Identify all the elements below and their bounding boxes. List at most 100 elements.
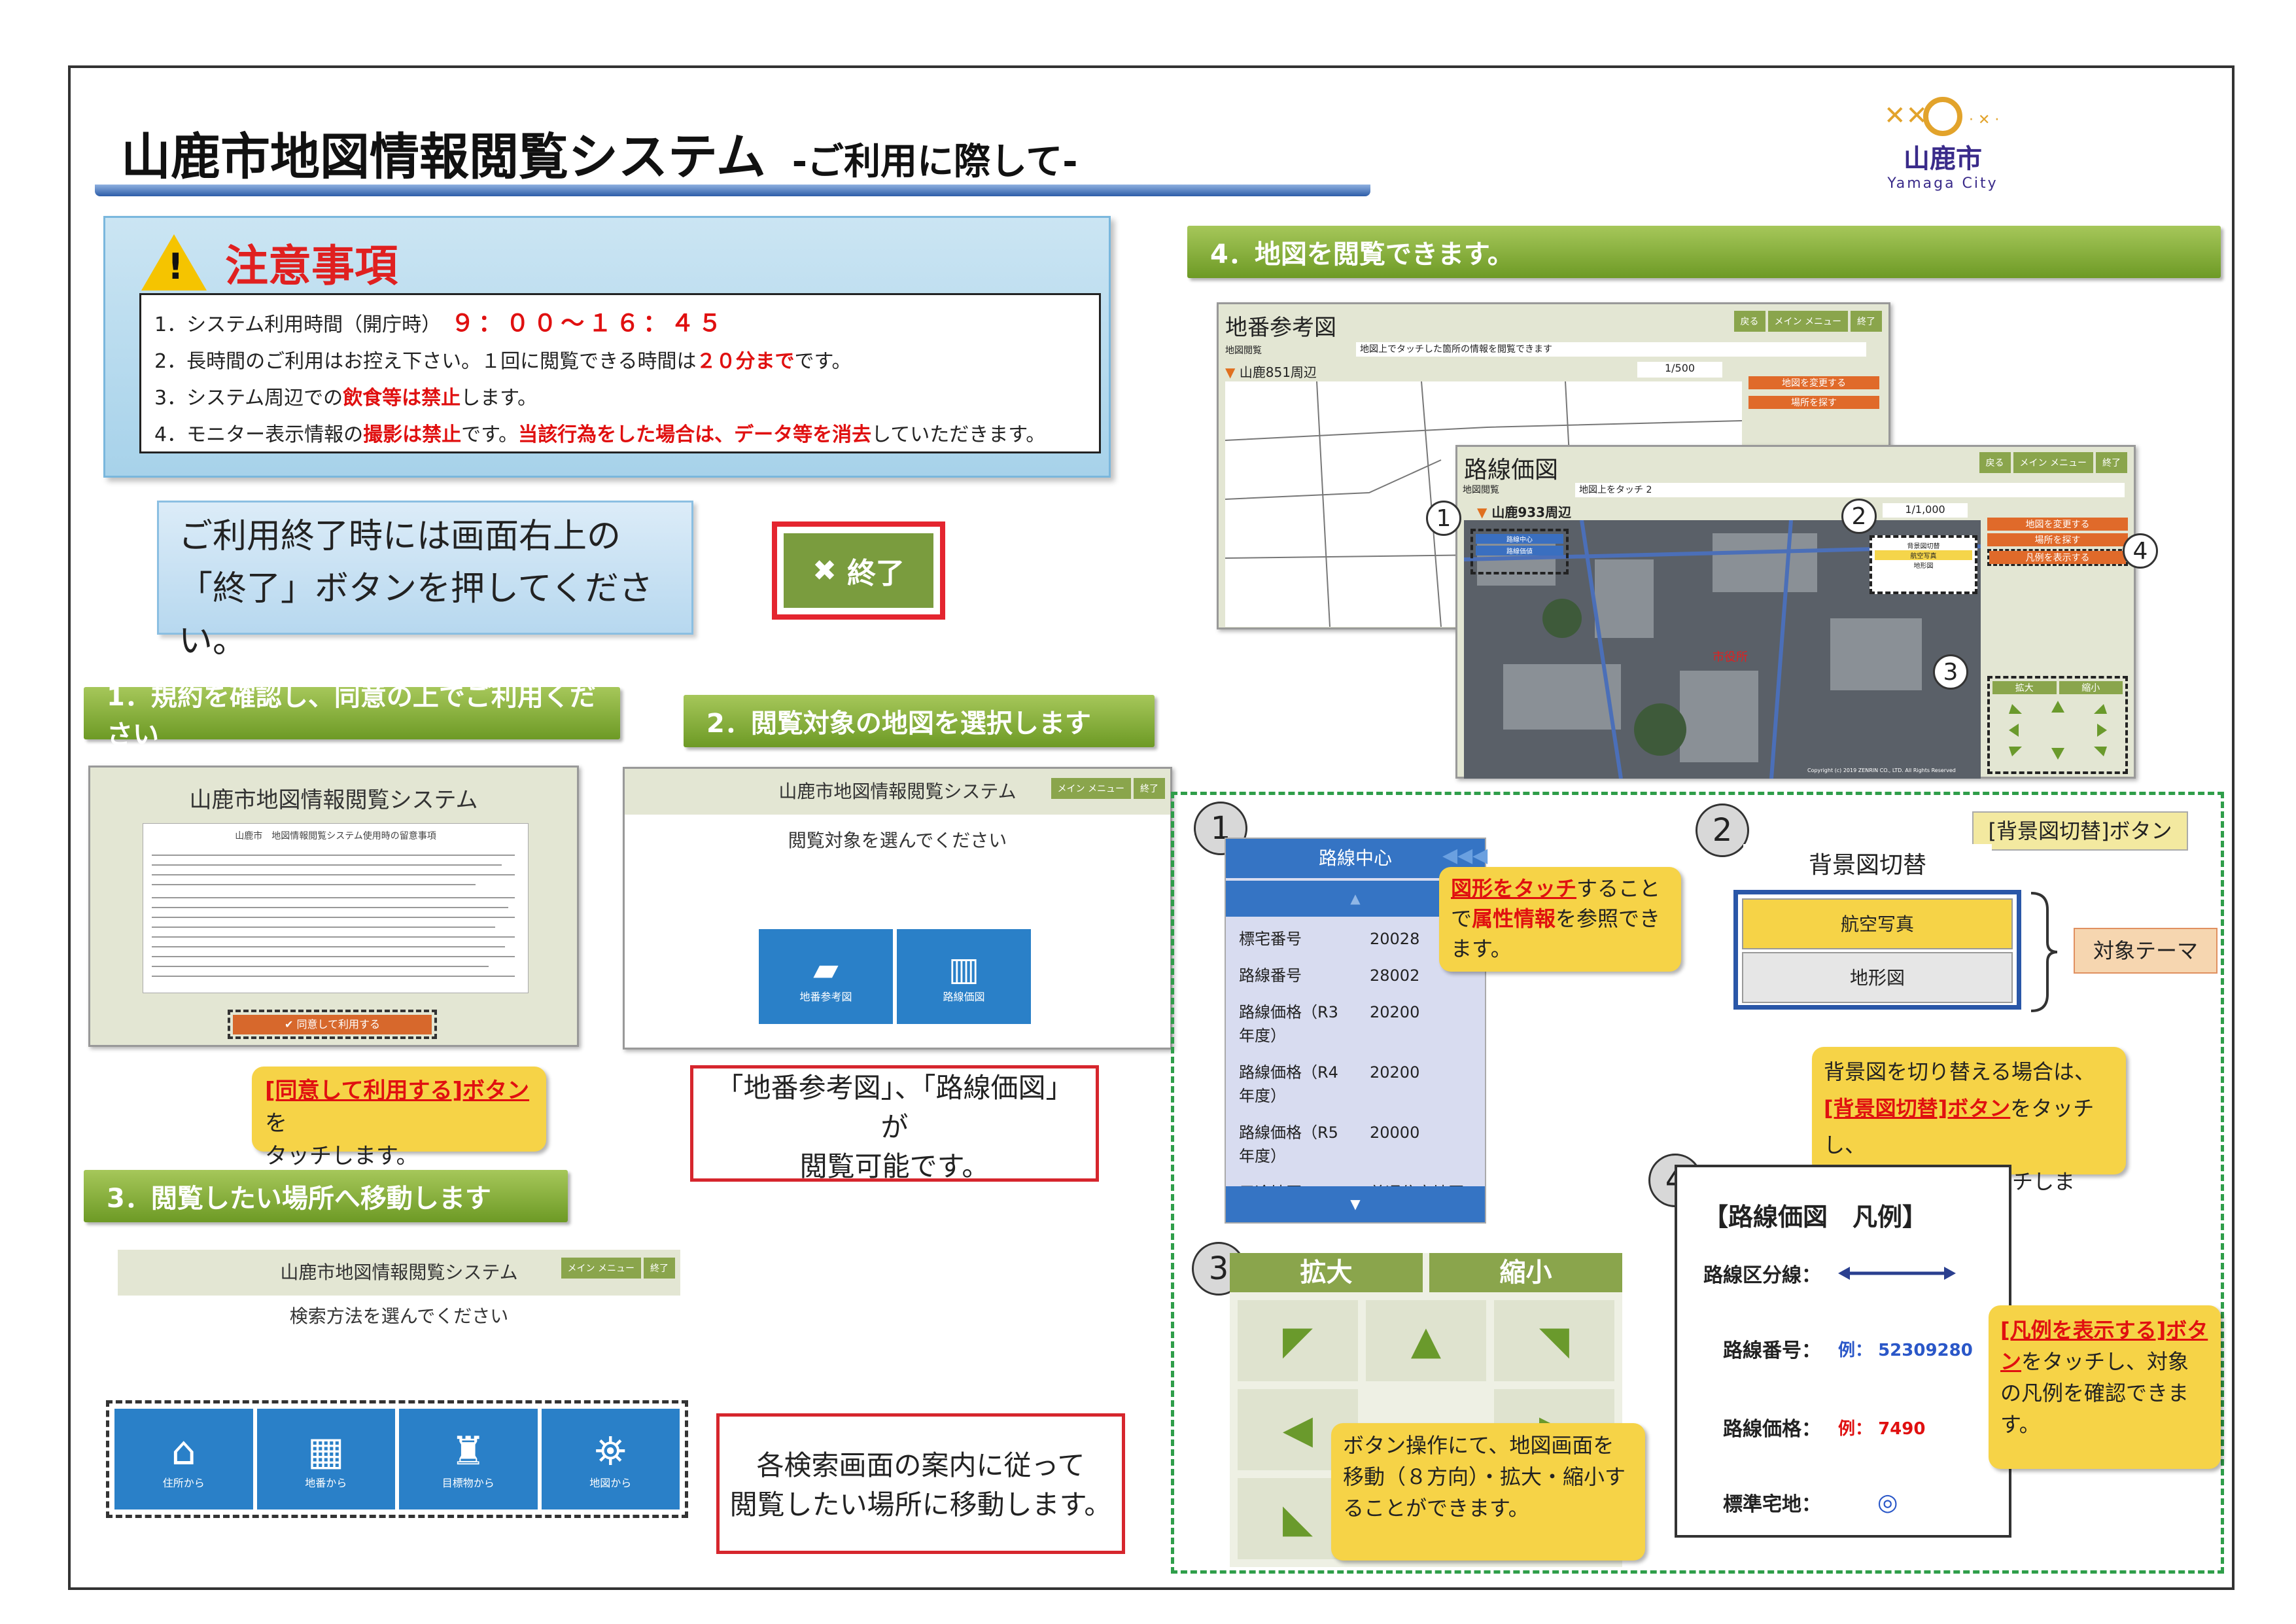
back-location-text: 山鹿851周辺 (1239, 364, 1317, 380)
route-center-button[interactable]: 路線中心 (1476, 534, 1563, 544)
tile-rosenka-map[interactable]: ▥路線価図 (897, 929, 1031, 1024)
main-menu-button[interactable]: メイン メニュー (1051, 778, 1131, 799)
left-buttons-highlight: 路線中心 路線価値 (1470, 529, 1569, 574)
tower-icon: ♜ (450, 1428, 486, 1474)
marker-3-text: 3 (1943, 658, 1958, 686)
route-value-button[interactable]: 路線価値 (1476, 546, 1563, 556)
attr-label: 路線価格（R3年度） (1239, 1003, 1338, 1045)
attr-row: 路線価格（R5年度）20000 (1226, 1114, 1485, 1174)
back-search-button[interactable]: 場所を探す (1748, 396, 1879, 409)
tile-lot-number[interactable]: ▦地番から (256, 1409, 395, 1509)
show-legend-button[interactable]: 凡例を表示する (1989, 551, 2126, 564)
step2-note-line3: 閲覧可能です。 (799, 1150, 990, 1182)
change-map-button[interactable]: 地図を変更する (1987, 518, 2128, 531)
front-nav-back[interactable]: 戻る (1979, 452, 2011, 473)
triangle-icon: ▼ (1477, 504, 1492, 520)
triangle-icon: ▼ (1225, 364, 1240, 380)
step3-exit-button[interactable]: 終了 (644, 1258, 675, 1279)
agree-button-label: 同意して利用する (296, 1018, 381, 1031)
pan-up-left-button[interactable]: ◤ (1238, 1300, 1358, 1381)
step2-tiles: ▰地番参考図 ▥路線価図 (759, 929, 1031, 1024)
step2-note-line2: が (880, 1111, 909, 1143)
step4-bar: 4．地図を閲覧できます。 (1187, 226, 2221, 278)
back-nav-back[interactable]: 戻る (1733, 311, 1765, 332)
end-message-line2: 「終了」ボタンを押してください。 (179, 569, 653, 661)
legend-number-value: 52309280 (1878, 1340, 1973, 1360)
end-button[interactable]: ✖ 終了 (784, 533, 933, 608)
collapse-arrows-icon[interactable]: ◀◀◀ (1442, 844, 1488, 867)
bracket-icon (2030, 892, 2058, 1012)
step3-prompt: 検索方法を選んでください (289, 1305, 509, 1327)
tile-landmark[interactable]: ♜目標物から (399, 1409, 538, 1509)
search-place-button[interactable]: 場所を探す (1987, 533, 2128, 546)
front-nav-menu[interactable]: メイン メニュー (2013, 452, 2093, 473)
back-change-map-button[interactable]: 地図を変更する (1748, 376, 1879, 389)
step3-note: 各検索画面の案内に従って 閲覧したい場所に移動します。 (716, 1413, 1125, 1554)
standard-lot-icon: ◎ (1877, 1489, 1898, 1516)
terms-text-lines (152, 855, 515, 977)
notice-heading: ! 注意事項 (141, 231, 398, 294)
bg-switch-highlight: 背景図切替 航空写真 地形図 (1870, 535, 1977, 594)
legend-price-ex: 例： (1838, 1419, 1873, 1439)
tile-map[interactable]: ⛯地図から (541, 1409, 680, 1509)
zoom-in-button[interactable]: 拡大 (1230, 1253, 1423, 1292)
zoom-out-button[interactable]: 縮小 (1429, 1253, 1622, 1292)
tile-chiban-map[interactable]: ▰地番参考図 (759, 929, 893, 1024)
exit-button[interactable]: 終了 (1134, 778, 1165, 799)
legend-row-number: 路線番号： 例： 52309280 (1723, 1334, 1973, 1363)
bg-switch-mini[interactable]: 背景図切替 (1907, 543, 1940, 550)
marker-4: 4 (2123, 533, 2158, 569)
step3-note-line2: 閲覧したい場所に移動します。 (729, 1489, 1112, 1521)
step1-callout-text: を (265, 1110, 287, 1137)
mini-zoom-out[interactable]: 縮小 (2059, 681, 2123, 694)
front-nav-exit[interactable]: 終了 (2096, 452, 2127, 473)
detail-area (1171, 792, 2224, 1574)
aerial-photo-option[interactable]: 航空写真 (1742, 898, 2013, 949)
target-theme-label: 対象テーマ (2074, 928, 2218, 974)
aerial-mini[interactable]: 航空写真 (1875, 550, 1972, 560)
panel2-number: 2 (1696, 803, 1749, 857)
topographic-option[interactable]: 地形図 (1742, 952, 2013, 1003)
panel3-callout: ボタン操作にて、地図画面を移動（８方向）・拡大・縮小することができます。 (1331, 1423, 1645, 1561)
step2-bar-text: 2．閲覧対象の地図を選択します (706, 709, 1091, 739)
agree-button[interactable]: ✔ 同意して利用する (233, 1015, 432, 1034)
step3-main-menu-button[interactable]: メイン メニュー (561, 1258, 641, 1279)
legend-price-label: 路線価格： (1723, 1418, 1821, 1441)
back-shot-title: 地番参考図 (1225, 315, 1336, 341)
legend-row-price: 路線価格： 例： 7490 (1723, 1413, 1925, 1441)
logo-english: Yamaga City (1887, 175, 1998, 192)
legend-number-label: 路線番号： (1723, 1339, 1821, 1362)
back-scale: 1/500 (1637, 362, 1722, 378)
legend-title: 【路線価図 凡例】 (1703, 1203, 1928, 1231)
step2-bar: 2．閲覧対象の地図を選択します (684, 695, 1155, 747)
notice-item-3-text: 3．システム周辺での (154, 387, 343, 410)
end-button-label: 終了 (846, 557, 905, 590)
panel2-callout: 背景図を切り替える場合は、 [背景図切替]ボタンをタッチし、 対象のテーマをタッ… (1812, 1047, 2126, 1231)
topo-mini[interactable]: 地形図 (1913, 563, 1934, 570)
panel3-number-text: 3 (1208, 1250, 1229, 1287)
close-icon: ✖ (812, 554, 837, 588)
attr-value: 20200 (1370, 1063, 1420, 1082)
bg-switch-menu: 航空写真 地形図 (1733, 890, 2021, 1010)
step1-callout: [同意して利用する]ボタンを タッチします。 (252, 1067, 546, 1169)
notice-heading-text: 注意事項 (225, 241, 398, 291)
page-frame (68, 65, 2235, 1590)
legend-boundary-label: 路線区分線： (1703, 1264, 1821, 1287)
city-logo: ✕✕ · ✕ · 山鹿市 Yamaga City (1851, 92, 2034, 203)
step2-screenshot: 山鹿市地図情報閲覧システム メイン メニュー 終了 閲覧対象を選んでください ▰… (623, 767, 1172, 1050)
step2-header-buttons: メイン メニュー 終了 (1051, 778, 1165, 799)
mini-zoom-in[interactable]: 拡大 (1992, 681, 2057, 694)
double-arrow-icon (1838, 1267, 1956, 1280)
zoom-pad-highlight: 拡大 縮小 (1987, 676, 2128, 774)
notice-item-4-text: 4．モニター表示情報の (154, 423, 364, 446)
attr-label: 路線価格（R4年度） (1239, 1063, 1338, 1105)
marker-2-text: 2 (1851, 503, 1867, 530)
pan-up-button[interactable]: ▲ (1366, 1300, 1486, 1381)
back-nav-exit[interactable]: 終了 (1851, 311, 1882, 332)
back-nav-menu[interactable]: メイン メニュー (1767, 311, 1848, 332)
tile-address[interactable]: ⌂住所から (114, 1409, 253, 1509)
attr-row: 路線価格（R4年度） 20200 (1226, 1054, 1485, 1114)
scroll-down-button[interactable]: ▼ (1226, 1186, 1485, 1222)
pan-up-right-button[interactable]: ◥ (1494, 1300, 1614, 1381)
